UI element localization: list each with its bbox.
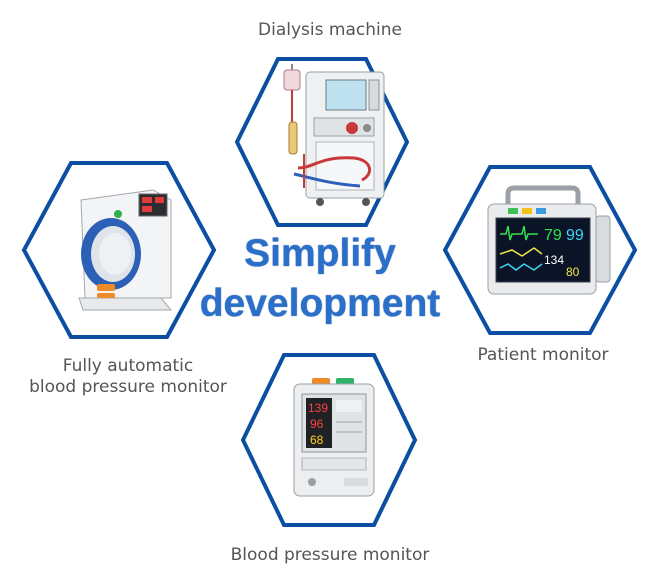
- nibp-sys-readout: 134: [544, 253, 564, 267]
- bp-dia-readout: 96: [310, 417, 324, 431]
- heart-rate-readout: 79: [544, 227, 562, 244]
- blood-pressure-monitor-image: 139 96 68: [293, 378, 375, 497]
- headline: Simplify development: [190, 229, 450, 329]
- label-dialysis-machine: Dialysis machine: [258, 20, 402, 40]
- hexagon-dialysis-machine: [234, 57, 410, 227]
- pulse-readout: 68: [310, 433, 324, 447]
- label-blood-pressure-monitor: Blood pressure monitor: [230, 545, 430, 565]
- headline-line-1: Simplify: [244, 232, 396, 275]
- patient-monitor-image: 79 99 134 80: [487, 185, 611, 295]
- dialysis-machine-image: [283, 64, 385, 206]
- spo2-readout: 99: [566, 227, 584, 244]
- label-patient-monitor: Patient monitor: [477, 345, 609, 365]
- automatic-blood-pressure-monitor-image: [78, 189, 173, 311]
- bp-sys-readout: 139: [308, 401, 328, 415]
- headline-line-2: development: [199, 282, 441, 325]
- label-fully-automatic-bp-monitor: Fully automatic blood pressure monitor: [8, 356, 248, 398]
- hexagon-patient-monitor: 79 99 134 80: [442, 165, 638, 335]
- nibp-dia-readout: 80: [566, 265, 580, 279]
- hexagon-automatic-bp-monitor: [21, 161, 217, 339]
- label-line-1: Fully automatic: [62, 356, 194, 376]
- hexagon-bp-monitor: 139 96 68: [240, 353, 418, 527]
- label-line-2: blood pressure monitor: [29, 377, 227, 397]
